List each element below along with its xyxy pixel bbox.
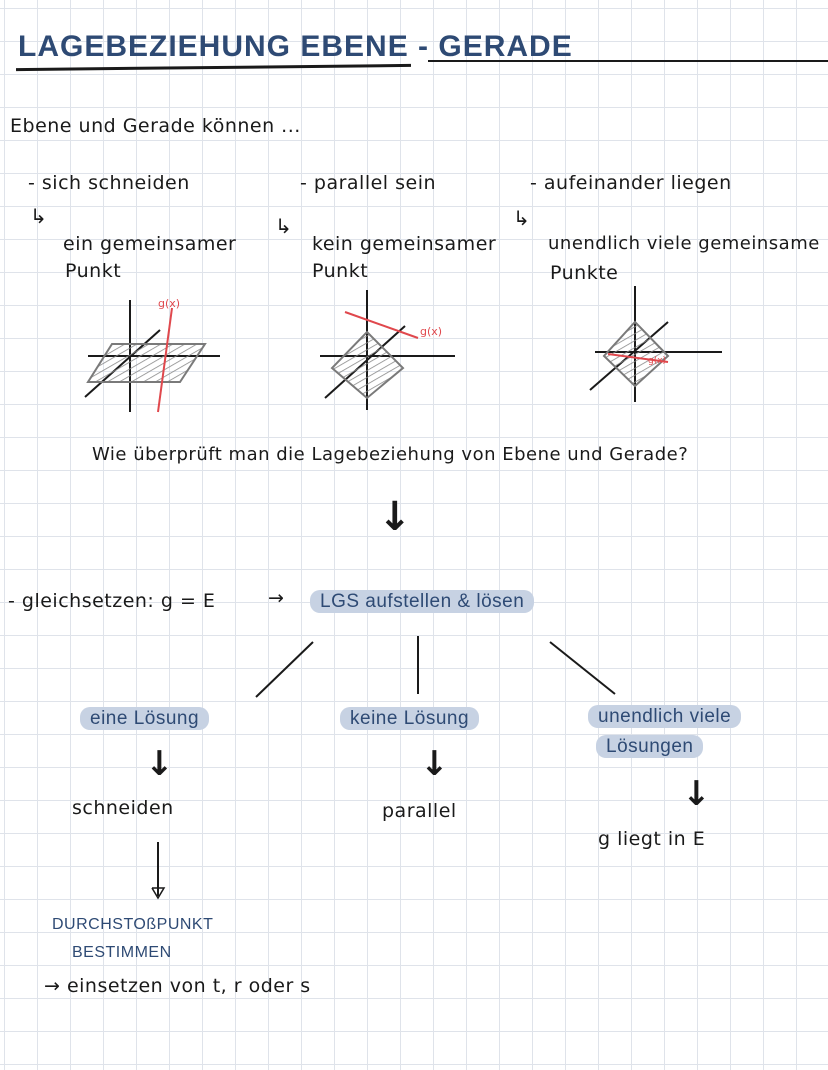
title-rule — [428, 60, 828, 62]
case-arrow-1: ↳ — [30, 204, 48, 228]
case-desc-3-line1: unendlich viele gemeinsame — [548, 233, 820, 254]
flow-connectors — [151, 636, 616, 900]
sketch-label-g1: g(x) — [158, 297, 181, 310]
outcome-1-result: schneiden — [72, 797, 174, 819]
sketch-intersecting — [84, 300, 220, 413]
outcome-3-label-line1: unendlich viele — [588, 705, 742, 728]
case-arrow-3: ↳ — [513, 206, 531, 230]
followup-line1: DURCHSTOßPUNKT — [52, 916, 214, 933]
method-arrow-icon: → — [268, 587, 285, 609]
outcome-1-arrow-icon: ↓ — [145, 744, 174, 784]
question-text: Wie überprüft man die Lagebeziehung von … — [92, 444, 689, 465]
followup-line3: → einsetzen von t, r oder s — [44, 975, 311, 997]
outcome-3-label-line2: Lösungen — [596, 735, 704, 758]
case-desc-3-line2: Punkte — [550, 262, 619, 284]
page-title: LAGEBEZIEHUNG EBENE - GERADE — [18, 30, 573, 63]
sketch-parallel — [320, 290, 455, 410]
followup-line2: BESTIMMEN — [72, 944, 172, 961]
case-heading-schneiden: - sich schneiden — [28, 172, 190, 194]
case-desc-1-line1: ein gemeinsamer — [63, 233, 237, 255]
case-heading-parallel: - parallel sein — [300, 172, 437, 194]
outcome-3-arrow-icon: ↓ — [682, 774, 711, 814]
outcome-1-label: eine Lösung — [80, 707, 210, 730]
intro-text: Ebene und Gerade können ... — [10, 115, 301, 137]
arrow-down-icon: ↓ — [378, 494, 412, 540]
outcome-2-result: parallel — [382, 800, 457, 822]
case-arrow-2: ↳ — [275, 214, 293, 238]
sketch-label-g3: g(x) — [648, 356, 667, 366]
method-right: LGS aufstellen & lösen — [310, 590, 535, 613]
case-desc-2-line2: Punkt — [312, 260, 369, 282]
case-desc-1-line2: Punkt — [65, 260, 122, 282]
sketch-in-plane — [589, 286, 722, 402]
outcome-2-label: keine Lösung — [340, 707, 480, 730]
case-desc-2-line1: kein gemeinsamer — [312, 233, 497, 255]
sketch-label-g2: g(x) — [420, 325, 443, 338]
case-heading-liegen: - aufeinander liegen — [530, 172, 732, 194]
outcome-3-result: g liegt in E — [598, 828, 706, 850]
outcome-2-arrow-icon: ↓ — [420, 744, 449, 784]
method-left: - gleichsetzen: g = E — [8, 590, 216, 612]
